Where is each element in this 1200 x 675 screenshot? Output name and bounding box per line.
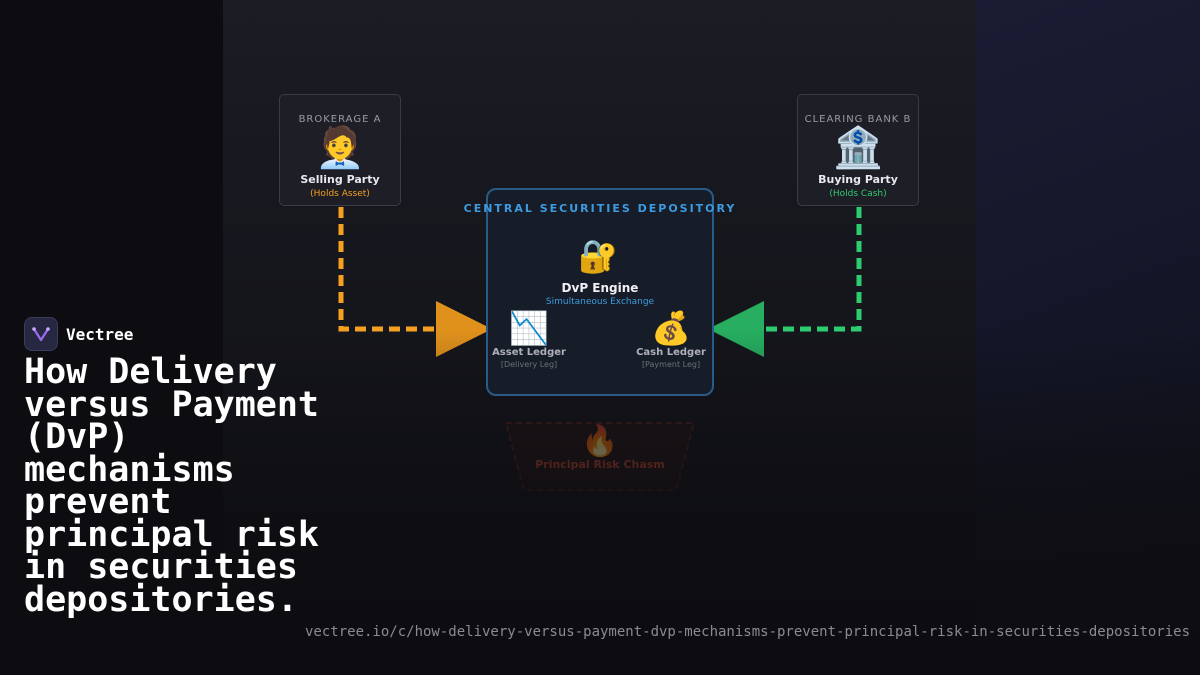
depository-title: CENTRAL SECURITIES DEPOSITORY: [463, 202, 737, 215]
asset-ledger-leg: [Delivery Leg]: [500, 360, 558, 369]
buyer-holding: (Holds Cash): [829, 189, 887, 199]
fire-icon: 🔥: [581, 424, 619, 459]
cash-flow-line: [766, 207, 862, 332]
seller-node: BROKERAGE A 🧑‍💼 Selling Party (Holds Ass…: [279, 94, 401, 206]
money-bag-icon: 💰: [651, 309, 691, 347]
seller-role: Selling Party: [300, 173, 380, 186]
engine-subtitle: Simultaneous Exchange: [545, 297, 655, 307]
lock-key-icon: 🔐: [578, 237, 618, 275]
risk-chasm: 🔥 Principal Risk Chasm: [500, 420, 700, 490]
brand-name: Vectree: [66, 324, 134, 344]
page-title: How Delivery versus Payment (DvP) mechan…: [24, 352, 320, 620]
cash-ledger: 💰 Cash Ledger [Payment Leg]: [621, 310, 721, 369]
vectree-logo-icon: [24, 317, 58, 351]
buyer-org: CLEARING BANK B: [804, 114, 912, 125]
risk-chasm-label: Principal Risk Chasm: [535, 458, 665, 471]
person-icon: 🧑‍💼: [315, 125, 365, 171]
source-url[interactable]: vectree.io/c/how-delivery-versus-payment…: [305, 624, 1191, 640]
buyer-role: Buying Party: [818, 173, 898, 186]
asset-ledger-name: Asset Ledger: [492, 347, 566, 358]
depository-box: [486, 188, 714, 396]
cash-ledger-name: Cash Ledger: [636, 347, 706, 358]
buyer-node: CLEARING BANK B 🏦 Buying Party (Holds Ca…: [797, 94, 919, 206]
asset-flow-line: [338, 207, 434, 332]
chart-down-icon: 📉: [509, 309, 549, 347]
seller-holding: (Holds Asset): [310, 189, 370, 199]
bank-icon: 🏦: [833, 125, 883, 171]
cash-ledger-leg: [Payment Leg]: [641, 360, 701, 369]
engine-label: DvP Engine: [561, 281, 639, 295]
seller-org: BROKERAGE A: [298, 114, 382, 125]
asset-ledger: 📉 Asset Ledger [Delivery Leg]: [479, 310, 579, 369]
brand: Vectree: [24, 317, 133, 351]
